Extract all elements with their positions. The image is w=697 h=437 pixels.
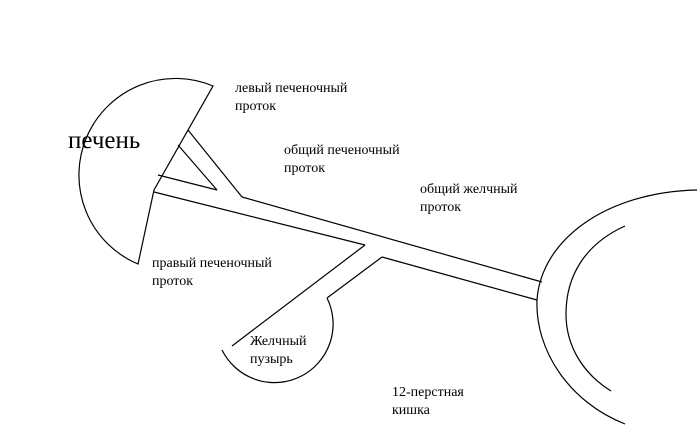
common-duct-upper-wall: [241, 196, 543, 283]
liver-shape: [78, 77, 214, 265]
gallbladder-shape: [221, 297, 334, 384]
gallbladder-label-line1: Желчный: [250, 334, 307, 349]
right-hepatic-duct-label-line1: правый печеночный: [152, 256, 272, 271]
common-bile-duct-label-line2: проток: [420, 200, 462, 215]
cystic-duct-left-wall: [231, 244, 366, 347]
common-hepatic-duct-label-line2: проток: [284, 161, 326, 176]
gallbladder-label-line2: пузырь: [250, 352, 293, 367]
common-bile-duct-label: общий желчный проток: [420, 181, 518, 217]
left-hepatic-duct-label-line1: левый печеночный: [235, 81, 348, 96]
common-hepatic-duct-label-line1: общий печеночный: [284, 143, 400, 158]
right-hepatic-duct-label: правый печеночный проток: [152, 255, 272, 291]
right-hepatic-duct-label-line2: проток: [152, 274, 194, 289]
left-hepatic-duct-label-line2: проток: [235, 99, 277, 114]
duodenum-inner-arc: [565, 225, 626, 392]
cystic-duct-right-wall: [326, 256, 383, 299]
left-hepatic-duct-upper-wall: [187, 129, 243, 198]
common-duct-lower-wall-right: [381, 256, 538, 301]
right-hepatic-duct-upper-wall: [157, 174, 218, 191]
left-hepatic-duct-label: левый печеночный проток: [235, 80, 347, 116]
gallbladder-label: Желчный пузырь: [250, 333, 306, 369]
common-duct-lower-wall-left: [153, 191, 366, 246]
common-bile-duct-label-line1: общий желчный: [420, 182, 518, 197]
common-hepatic-duct-label: общий печеночный проток: [284, 142, 400, 178]
duodenum-label: 12-перстная кишка: [392, 384, 464, 420]
duodenum-label-line2: кишка: [392, 403, 430, 418]
liver-label: печень: [68, 127, 141, 154]
duodenum-label-line1: 12-перстная: [392, 385, 464, 400]
left-hepatic-duct-lower-wall: [177, 144, 218, 191]
duodenum-outer-arc: [536, 189, 697, 425]
